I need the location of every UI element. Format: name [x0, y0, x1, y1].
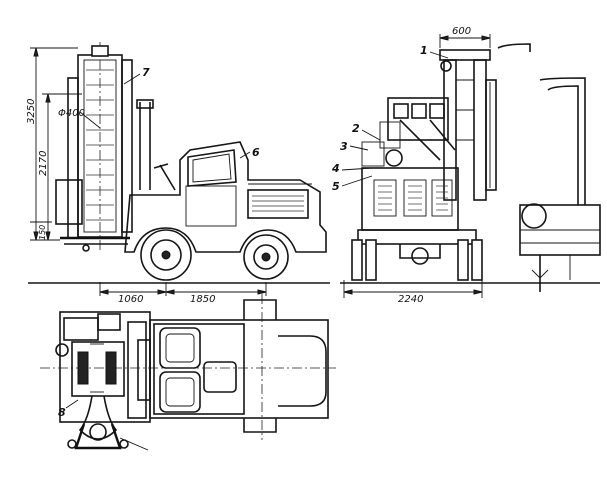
side-mast — [55, 42, 154, 252]
side-front-wheel — [140, 229, 192, 281]
dim-track-width: 2240 — [398, 294, 423, 305]
front-wheels — [351, 239, 483, 281]
callout-3: 3 — [340, 140, 348, 153]
front-dimensions — [341, 34, 491, 298]
front-engine — [361, 97, 456, 167]
callout-2: 2 — [352, 122, 360, 135]
front-load-outline — [497, 43, 601, 292]
top-chassis — [149, 319, 329, 419]
front-mast — [439, 49, 497, 201]
callout-7: 7 — [142, 66, 150, 79]
callout-labels: 1 2 3 4 5 6 7 8 — [58, 44, 428, 419]
callout-8: 8 — [58, 406, 66, 419]
dim-front-overhang: 1060 — [118, 294, 143, 305]
dim-total-height: 3250 — [26, 99, 37, 124]
side-body — [124, 141, 327, 253]
callout-5: 5 — [332, 180, 340, 193]
side-view — [28, 42, 330, 296]
top-hook — [67, 395, 149, 451]
dim-fork-diameter: Φ400 — [58, 108, 85, 119]
dim-mast-width: 600 — [452, 26, 471, 37]
callout-1: 1 — [420, 44, 428, 57]
dimension-labels: 3250 2170 150 Φ400 1060 1850 2240 600 — [26, 26, 471, 305]
dim-lift-height: 2170 — [38, 151, 49, 176]
leader-7 — [123, 73, 141, 85]
dim-fork-clearance: 150 — [38, 225, 47, 240]
top-view — [40, 294, 336, 451]
side-dimensions — [30, 47, 267, 296]
front-body — [357, 167, 477, 265]
leader-6 — [239, 151, 251, 159]
callout-6: 6 — [252, 146, 260, 159]
callout-4: 4 — [331, 162, 340, 175]
dim-wheelbase: 1850 — [190, 294, 215, 305]
front-view — [340, 34, 601, 298]
top-front-assembly — [55, 311, 151, 423]
side-rear-wheel — [243, 234, 289, 280]
